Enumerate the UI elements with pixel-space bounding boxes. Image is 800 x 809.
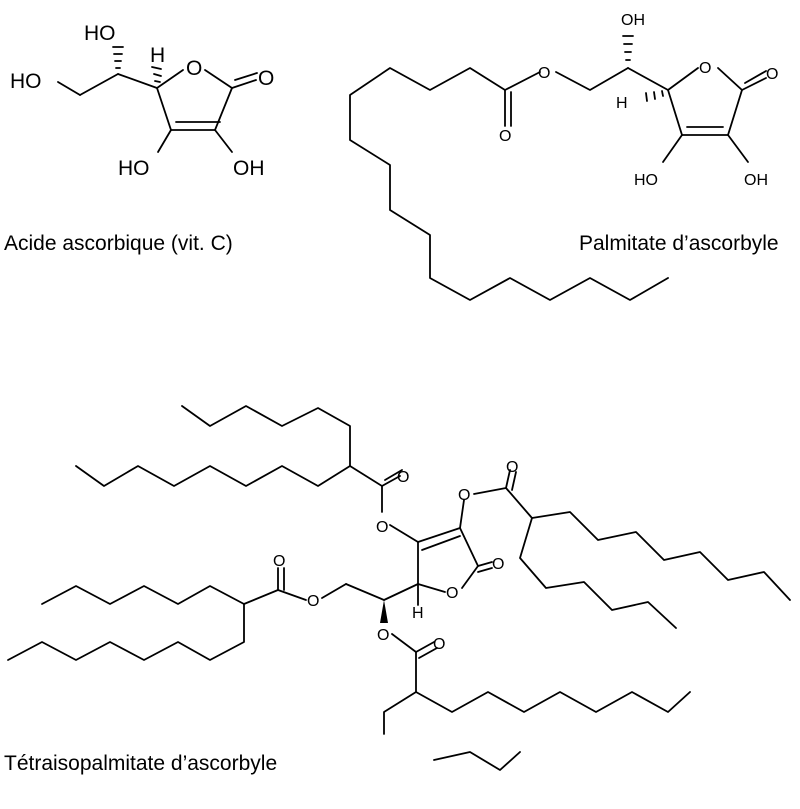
palmitate-ring-o: O	[699, 60, 711, 77]
palmitate-carbonyl-o: O	[499, 128, 511, 145]
palmitate-lactone-o: O	[766, 66, 778, 83]
palmitate-oh-top: OH	[621, 12, 645, 29]
palmitate-hashed-wedge-h	[645, 90, 664, 102]
tip-h: H	[412, 605, 424, 622]
caption-ascorbyl-palmitate: Palmitate d’ascorbyle	[579, 232, 779, 255]
tip-o-4c: O	[433, 636, 445, 653]
tip-o-2: O	[458, 487, 470, 504]
palmitate-oh: OH	[744, 172, 768, 189]
hashed-wedge-ho	[112, 46, 124, 69]
ascorbic-ring-o: O	[186, 57, 202, 80]
palmitate-ester-o: O	[538, 65, 550, 82]
tip-o-1: O	[376, 519, 388, 536]
palmitate-hashed-wedge-oh	[622, 35, 634, 61]
palmitate-h: H	[616, 95, 628, 112]
tip-lactone-o: O	[492, 556, 504, 573]
tip-ring-o: O	[446, 585, 458, 602]
tip-o-1c: O	[397, 469, 409, 486]
tip-o-2c: O	[506, 459, 518, 476]
caption-tetraisopalmitate: Tétraisopalmitate d’ascorbyle	[4, 752, 278, 775]
palmitate-ho: HO	[634, 172, 658, 189]
tetraisopalmitate-structure: O O O O O O H O O O O	[7, 405, 791, 771]
ascorbic-oh-bottom: OH	[233, 157, 265, 180]
ascorbic-ho-left: HO	[10, 70, 42, 93]
ascorbic-ho-bottom: HO	[118, 157, 150, 180]
ascorbic-carbonyl-o: O	[258, 67, 274, 90]
tip-o-4: O	[377, 627, 389, 644]
tip-o-3: O	[307, 593, 319, 610]
tip-o-3c: O	[273, 553, 285, 570]
ascorbyl-palmitate-structure: O O OH O O H HO OH	[349, 12, 778, 301]
hashed-wedge-h	[151, 66, 162, 83]
caption-ascorbic-acid: Acide ascorbique (vit. C)	[4, 232, 233, 255]
ascorbic-ho-top: HO	[84, 22, 116, 45]
ascorbic-h: H	[150, 44, 165, 67]
ascorbic-acid-structure: HO H O O HO HO OH	[10, 22, 274, 180]
